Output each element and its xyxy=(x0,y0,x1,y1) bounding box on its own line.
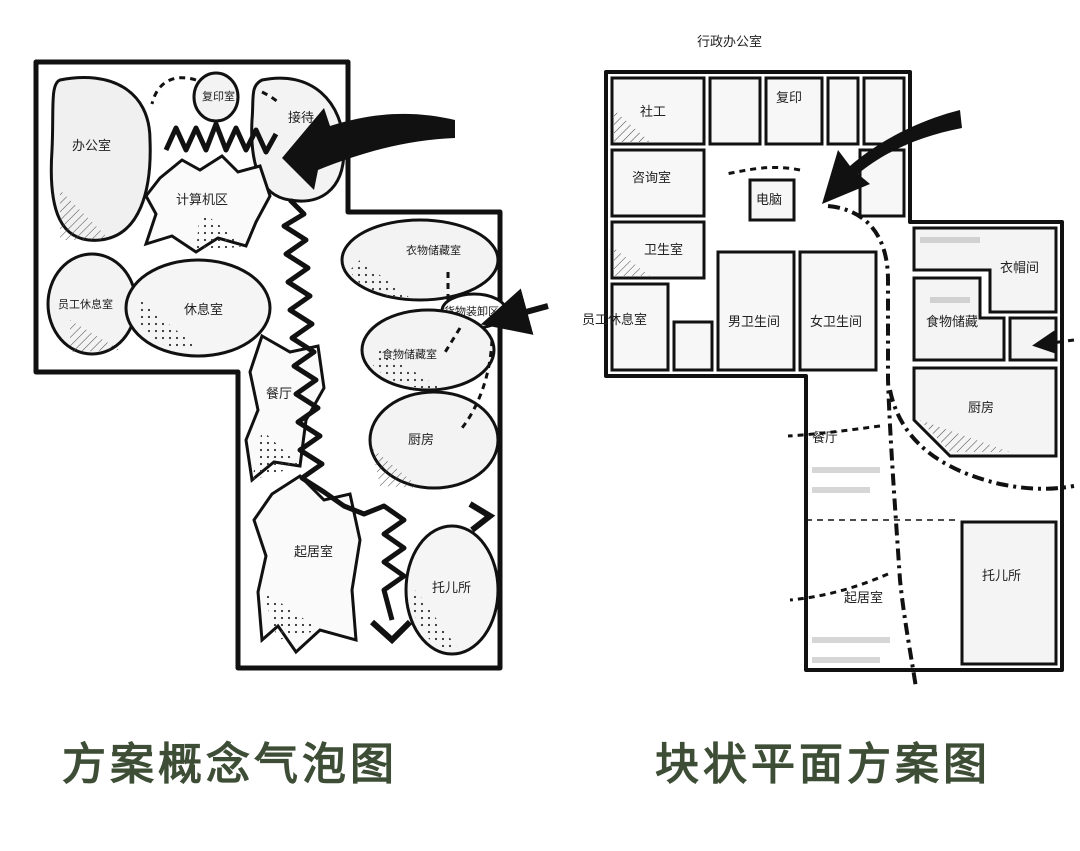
block-shading xyxy=(812,237,980,663)
block-small-room-1 xyxy=(708,76,762,146)
bubble-staff-lounge: 员工休息室 xyxy=(46,252,138,356)
block-mens-wc: 男卫生间 xyxy=(716,250,796,372)
block-consult: 咨询室 xyxy=(610,148,706,218)
block-circulation-main xyxy=(827,204,918,689)
block-small-room-2 xyxy=(826,76,860,146)
bubble-computer: 计算机区 xyxy=(143,154,272,254)
block-staff-lounge: 员工休息室 xyxy=(582,282,670,372)
label-nursery-block: 托儿所 xyxy=(982,569,1021,584)
label-dining-block: 餐厅 xyxy=(812,430,838,446)
label-mens-wc: 男卫生间 xyxy=(728,315,780,330)
bubble-diagram: 办公室 复印室 接待 计算机区 员工休息室 休息室 xyxy=(33,59,549,671)
label-living-block: 起居室 xyxy=(844,590,883,606)
label-staff-lounge: 员工休息室 xyxy=(58,297,113,311)
label-copy: 复印室 xyxy=(202,89,235,103)
bubble-dashed-arrows xyxy=(150,76,494,429)
caption-bubble-diagram: 方案概念气泡图 xyxy=(62,739,398,790)
bubble-lounge: 休息室 xyxy=(124,258,272,358)
label-reception: 接待 xyxy=(288,110,314,126)
label-food-storage-block: 食物储藏 xyxy=(926,314,978,330)
block-cloakroom: 衣帽间 xyxy=(912,226,1058,314)
caption-block-plan: 块状平面方案图 xyxy=(655,739,991,790)
bubble-nursery: 托儿所 xyxy=(404,524,500,656)
block-kitchen: 厨房 xyxy=(912,366,1058,458)
label-womens-wc: 女卫生间 xyxy=(810,314,862,330)
label-clothing-storage: 衣物储藏室 xyxy=(406,243,461,257)
bubble-living: 起居室 xyxy=(252,474,362,655)
label-computer: 计算机区 xyxy=(176,193,228,208)
bubble-copy: 复印室 xyxy=(192,71,240,123)
bubble-kitchen: 厨房 xyxy=(368,390,500,490)
label-health: 卫生室 xyxy=(644,242,683,258)
label-food-storage: 食物储藏室 xyxy=(382,347,437,361)
bubble-loading-arrow xyxy=(480,288,549,335)
block-womens-wc: 女卫生间 xyxy=(798,250,878,372)
label-kitchen: 厨房 xyxy=(408,432,434,448)
label-nursery: 托儿所 xyxy=(432,581,471,596)
label-living: 起居室 xyxy=(294,544,333,560)
label-staff-lounge-block: 员工休息室 xyxy=(582,312,647,328)
label-copy-block: 复印 xyxy=(776,91,802,106)
block-social-work: 社工 xyxy=(610,76,706,146)
block-circulation-kitchen xyxy=(888,389,1075,491)
label-social-work: 社工 xyxy=(640,104,666,120)
label-cloakroom: 衣帽间 xyxy=(1000,260,1039,276)
label-consult: 咨询室 xyxy=(632,170,671,186)
bubble-office: 办公室 xyxy=(49,76,152,242)
block-entry-arrow xyxy=(822,110,962,204)
bubble-site-outline xyxy=(33,59,503,671)
block-computer: 电脑 xyxy=(748,178,796,222)
block-copy: 复印 xyxy=(764,76,824,146)
block-small-room-5 xyxy=(672,320,714,372)
bubble-entry-arrow xyxy=(282,108,455,190)
label-lounge: 休息室 xyxy=(184,302,223,318)
block-small-room-6 xyxy=(1008,316,1058,362)
bubble-arrow-right xyxy=(468,501,496,533)
label-admin-office: 行政办公室 xyxy=(697,34,762,50)
bubble-arrow-end xyxy=(369,619,413,645)
bubble-food-storage: 食物储藏室 xyxy=(360,308,496,392)
label-computer-block: 电脑 xyxy=(756,193,782,208)
block-health: 卫生室 xyxy=(610,220,706,280)
bubble-circulation-zigzag xyxy=(163,121,407,621)
label-kitchen-block: 厨房 xyxy=(968,400,994,416)
bubble-clothing-storage: 衣物储藏室 xyxy=(340,218,500,302)
block-dashed-arrows xyxy=(725,165,1075,602)
block-plan: 行政办公室 社工 复印 咨询室 电脑 卫生室 xyxy=(582,34,1075,689)
block-site-outline xyxy=(604,70,1064,672)
label-office: 办公室 xyxy=(72,138,111,154)
block-nursery: 托儿所 xyxy=(960,520,1058,666)
label-dining: 餐厅 xyxy=(266,386,292,402)
